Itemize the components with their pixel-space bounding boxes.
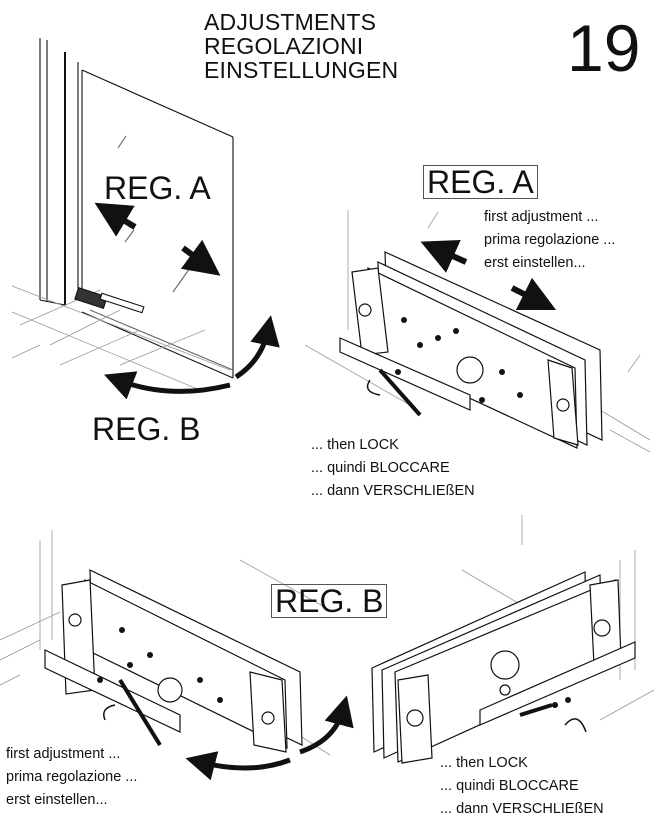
note-then-lock-middle: ... then LOCK ... quindi BLOCCARE ... da… bbox=[311, 434, 475, 503]
note-line: prima regolazione ... bbox=[6, 769, 138, 785]
door-scene bbox=[11, 38, 280, 400]
title-german: EINSTELLUNGEN bbox=[204, 57, 399, 83]
note-first-adjustment-bottom: first adjustment ... prima regolazione .… bbox=[6, 743, 137, 812]
note-line: ... quindi BLOCCARE bbox=[440, 778, 579, 794]
hinge-detail-reg-b-right bbox=[371, 515, 654, 764]
note-line: ... then LOCK bbox=[440, 755, 528, 771]
note-then-lock-bottom: ... then LOCK ... quindi BLOCCARE ... da… bbox=[440, 752, 604, 821]
reg-b-boxed-label: REG. B bbox=[271, 584, 388, 618]
note-line: ... then LOCK bbox=[311, 437, 399, 453]
note-line: ... dann VERSCHLIEßEN bbox=[311, 483, 475, 499]
note-line: erst einstellen... bbox=[484, 255, 586, 271]
note-line: ... dann VERSCHLIEßEN bbox=[440, 801, 604, 817]
note-line: prima regolazione ... bbox=[484, 232, 616, 248]
note-line: first adjustment ... bbox=[6, 746, 121, 762]
page-number: 19 bbox=[567, 11, 641, 85]
title-italian: REGOLAZIONI bbox=[204, 33, 364, 59]
note-line: erst einstellen... bbox=[6, 792, 108, 808]
reg-a-boxed-label: REG. A bbox=[423, 165, 538, 199]
title-english: ADJUSTMENTS bbox=[204, 9, 377, 35]
note-first-adjustment-top: first adjustment ... prima regolazione .… bbox=[484, 206, 615, 275]
note-line: ... quindi BLOCCARE bbox=[311, 460, 450, 476]
hinge-detail-reg-a bbox=[304, 210, 651, 453]
reg-a-label: REG. A bbox=[104, 170, 211, 206]
reg-b-label: REG. B bbox=[92, 411, 201, 447]
hinge-detail-reg-b-left bbox=[0, 530, 354, 781]
note-line: first adjustment ... bbox=[484, 209, 599, 225]
